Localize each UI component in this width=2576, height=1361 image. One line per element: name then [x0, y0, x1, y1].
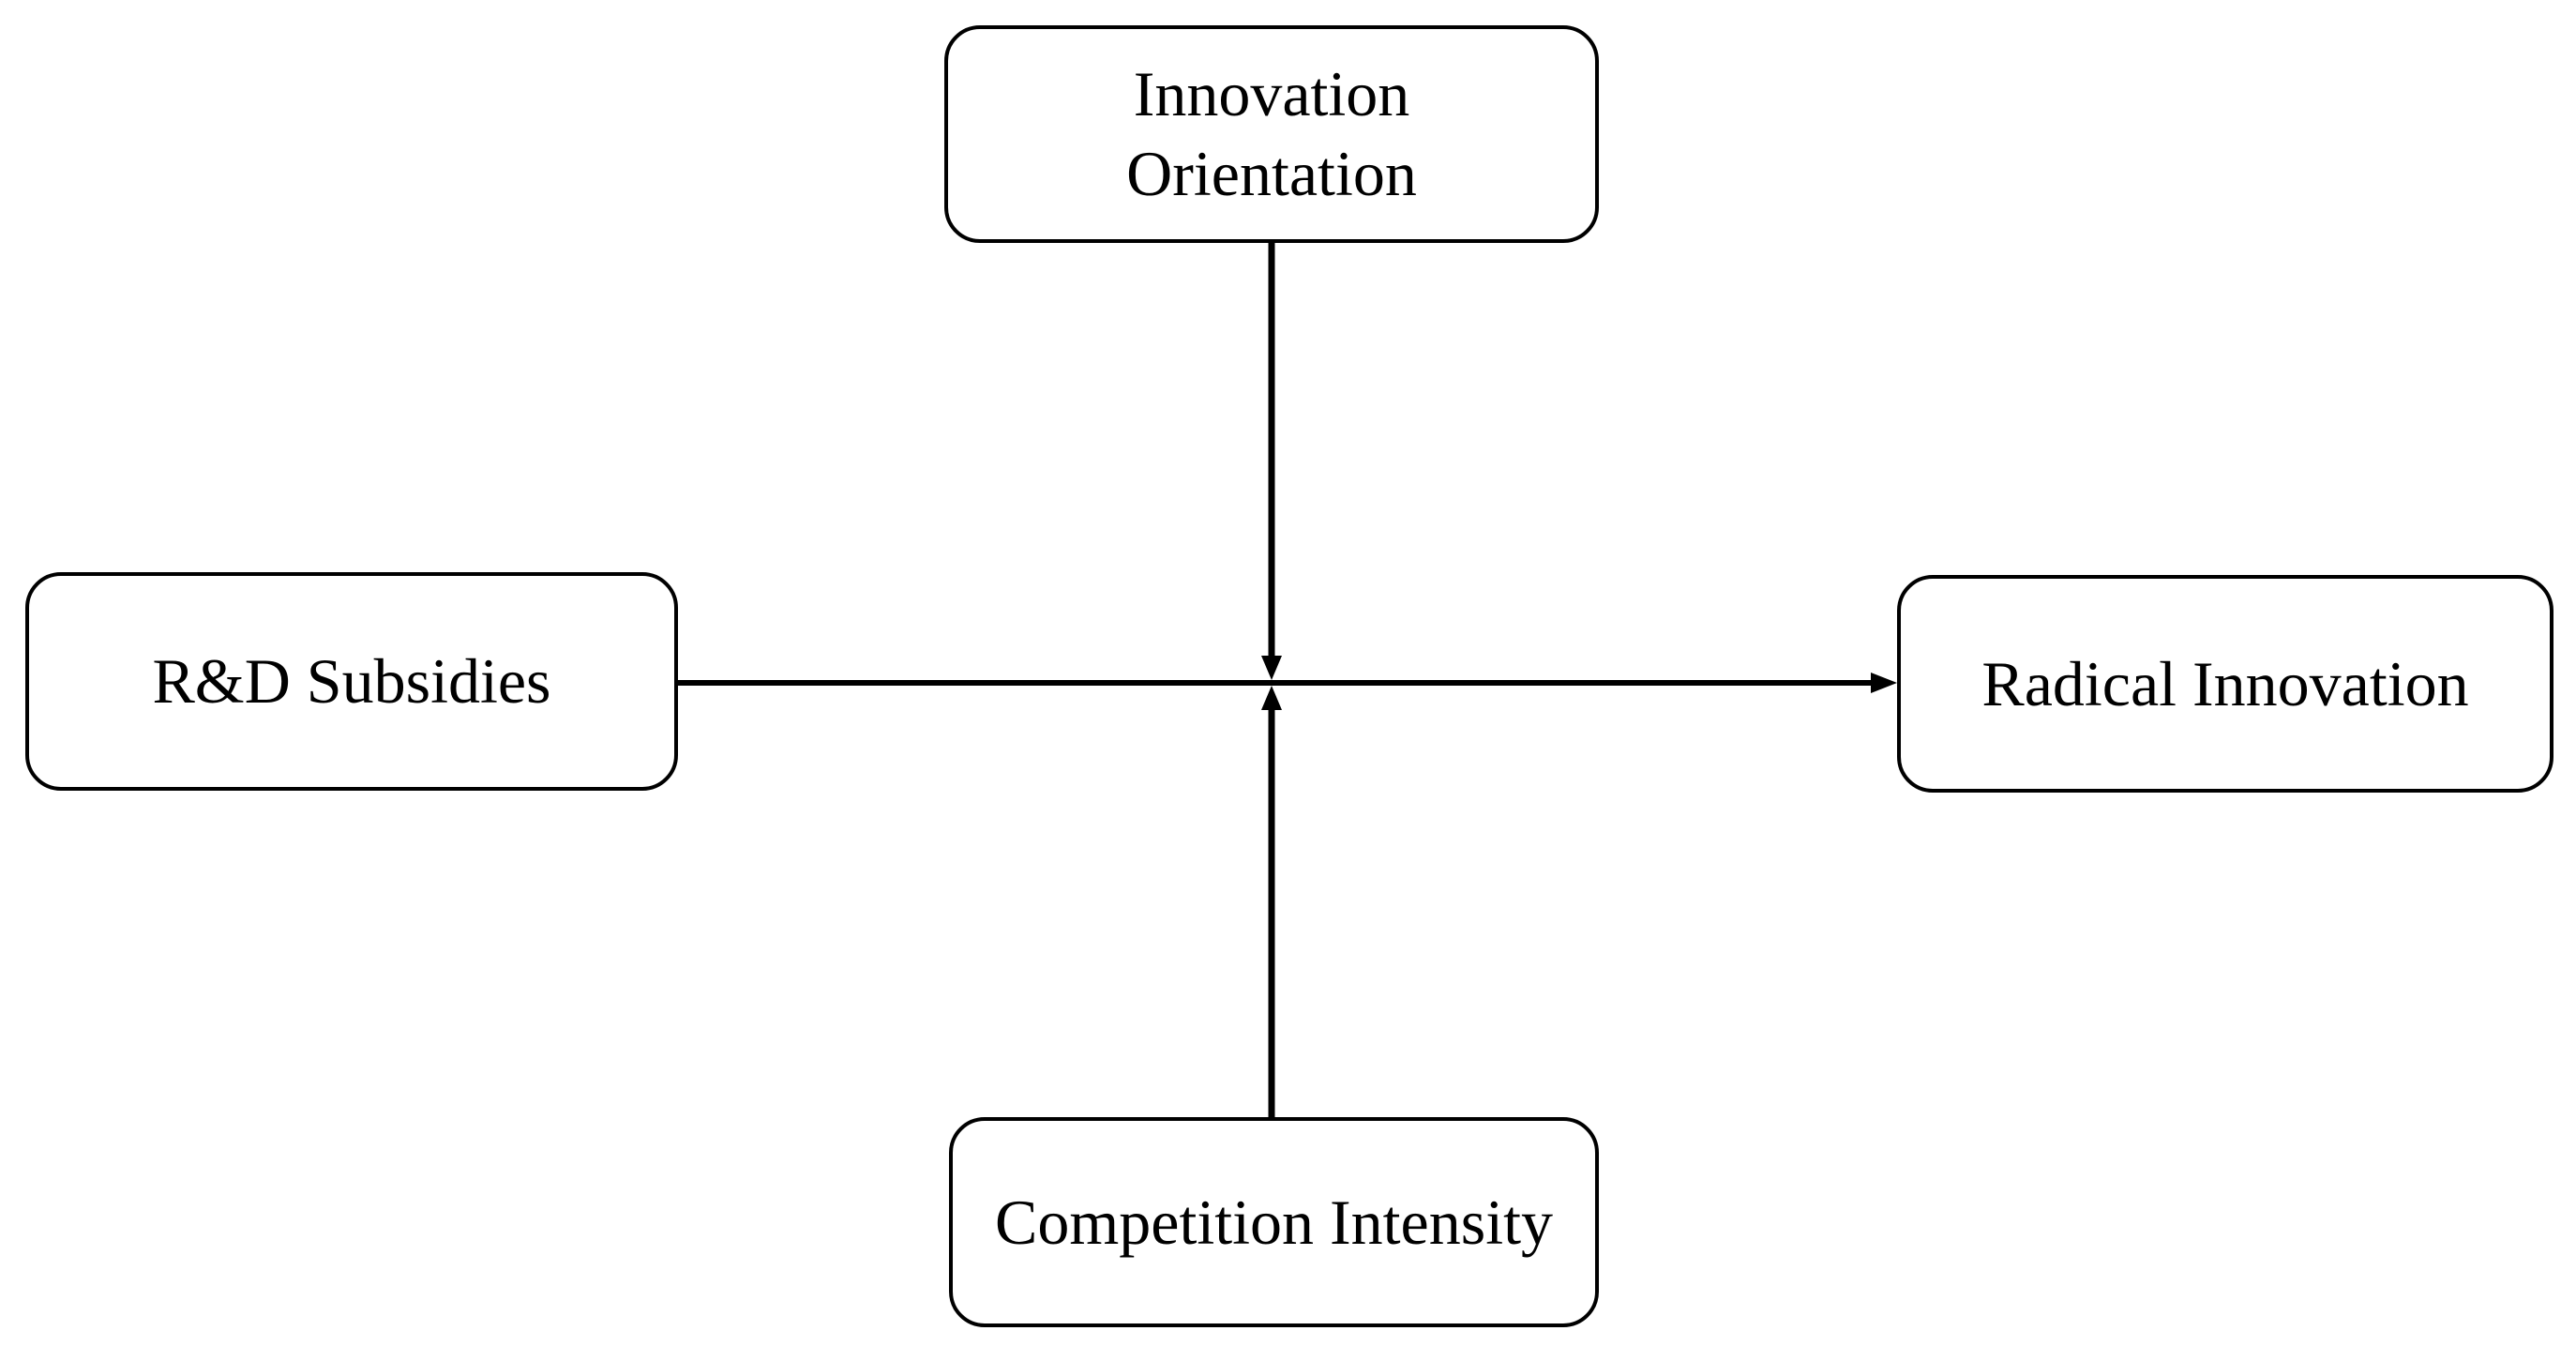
edge-moderator-top-arrowhead-icon	[1261, 656, 1282, 680]
node-rd-subsidies: R&D Subsidies	[25, 572, 678, 791]
node-competition-intensity: Competition Intensity	[949, 1117, 1599, 1327]
node-competition-intensity-label: Competition Intensity	[995, 1186, 1553, 1258]
node-radical-innovation: Radical Innovation	[1897, 575, 2553, 793]
edge-moderator-bottom-arrowhead-icon	[1261, 686, 1282, 710]
node-radical-innovation-label: Radical Innovation	[1981, 647, 2469, 719]
node-innovation-orientation-label-line2: Orientation	[1126, 138, 1417, 209]
edge-direct-effect-arrowhead-icon	[1871, 673, 1897, 693]
node-innovation-orientation: Innovation Orientation	[944, 25, 1599, 243]
node-innovation-orientation-label-line1: Innovation	[1133, 58, 1410, 129]
node-rd-subsidies-label: R&D Subsidies	[152, 645, 551, 717]
